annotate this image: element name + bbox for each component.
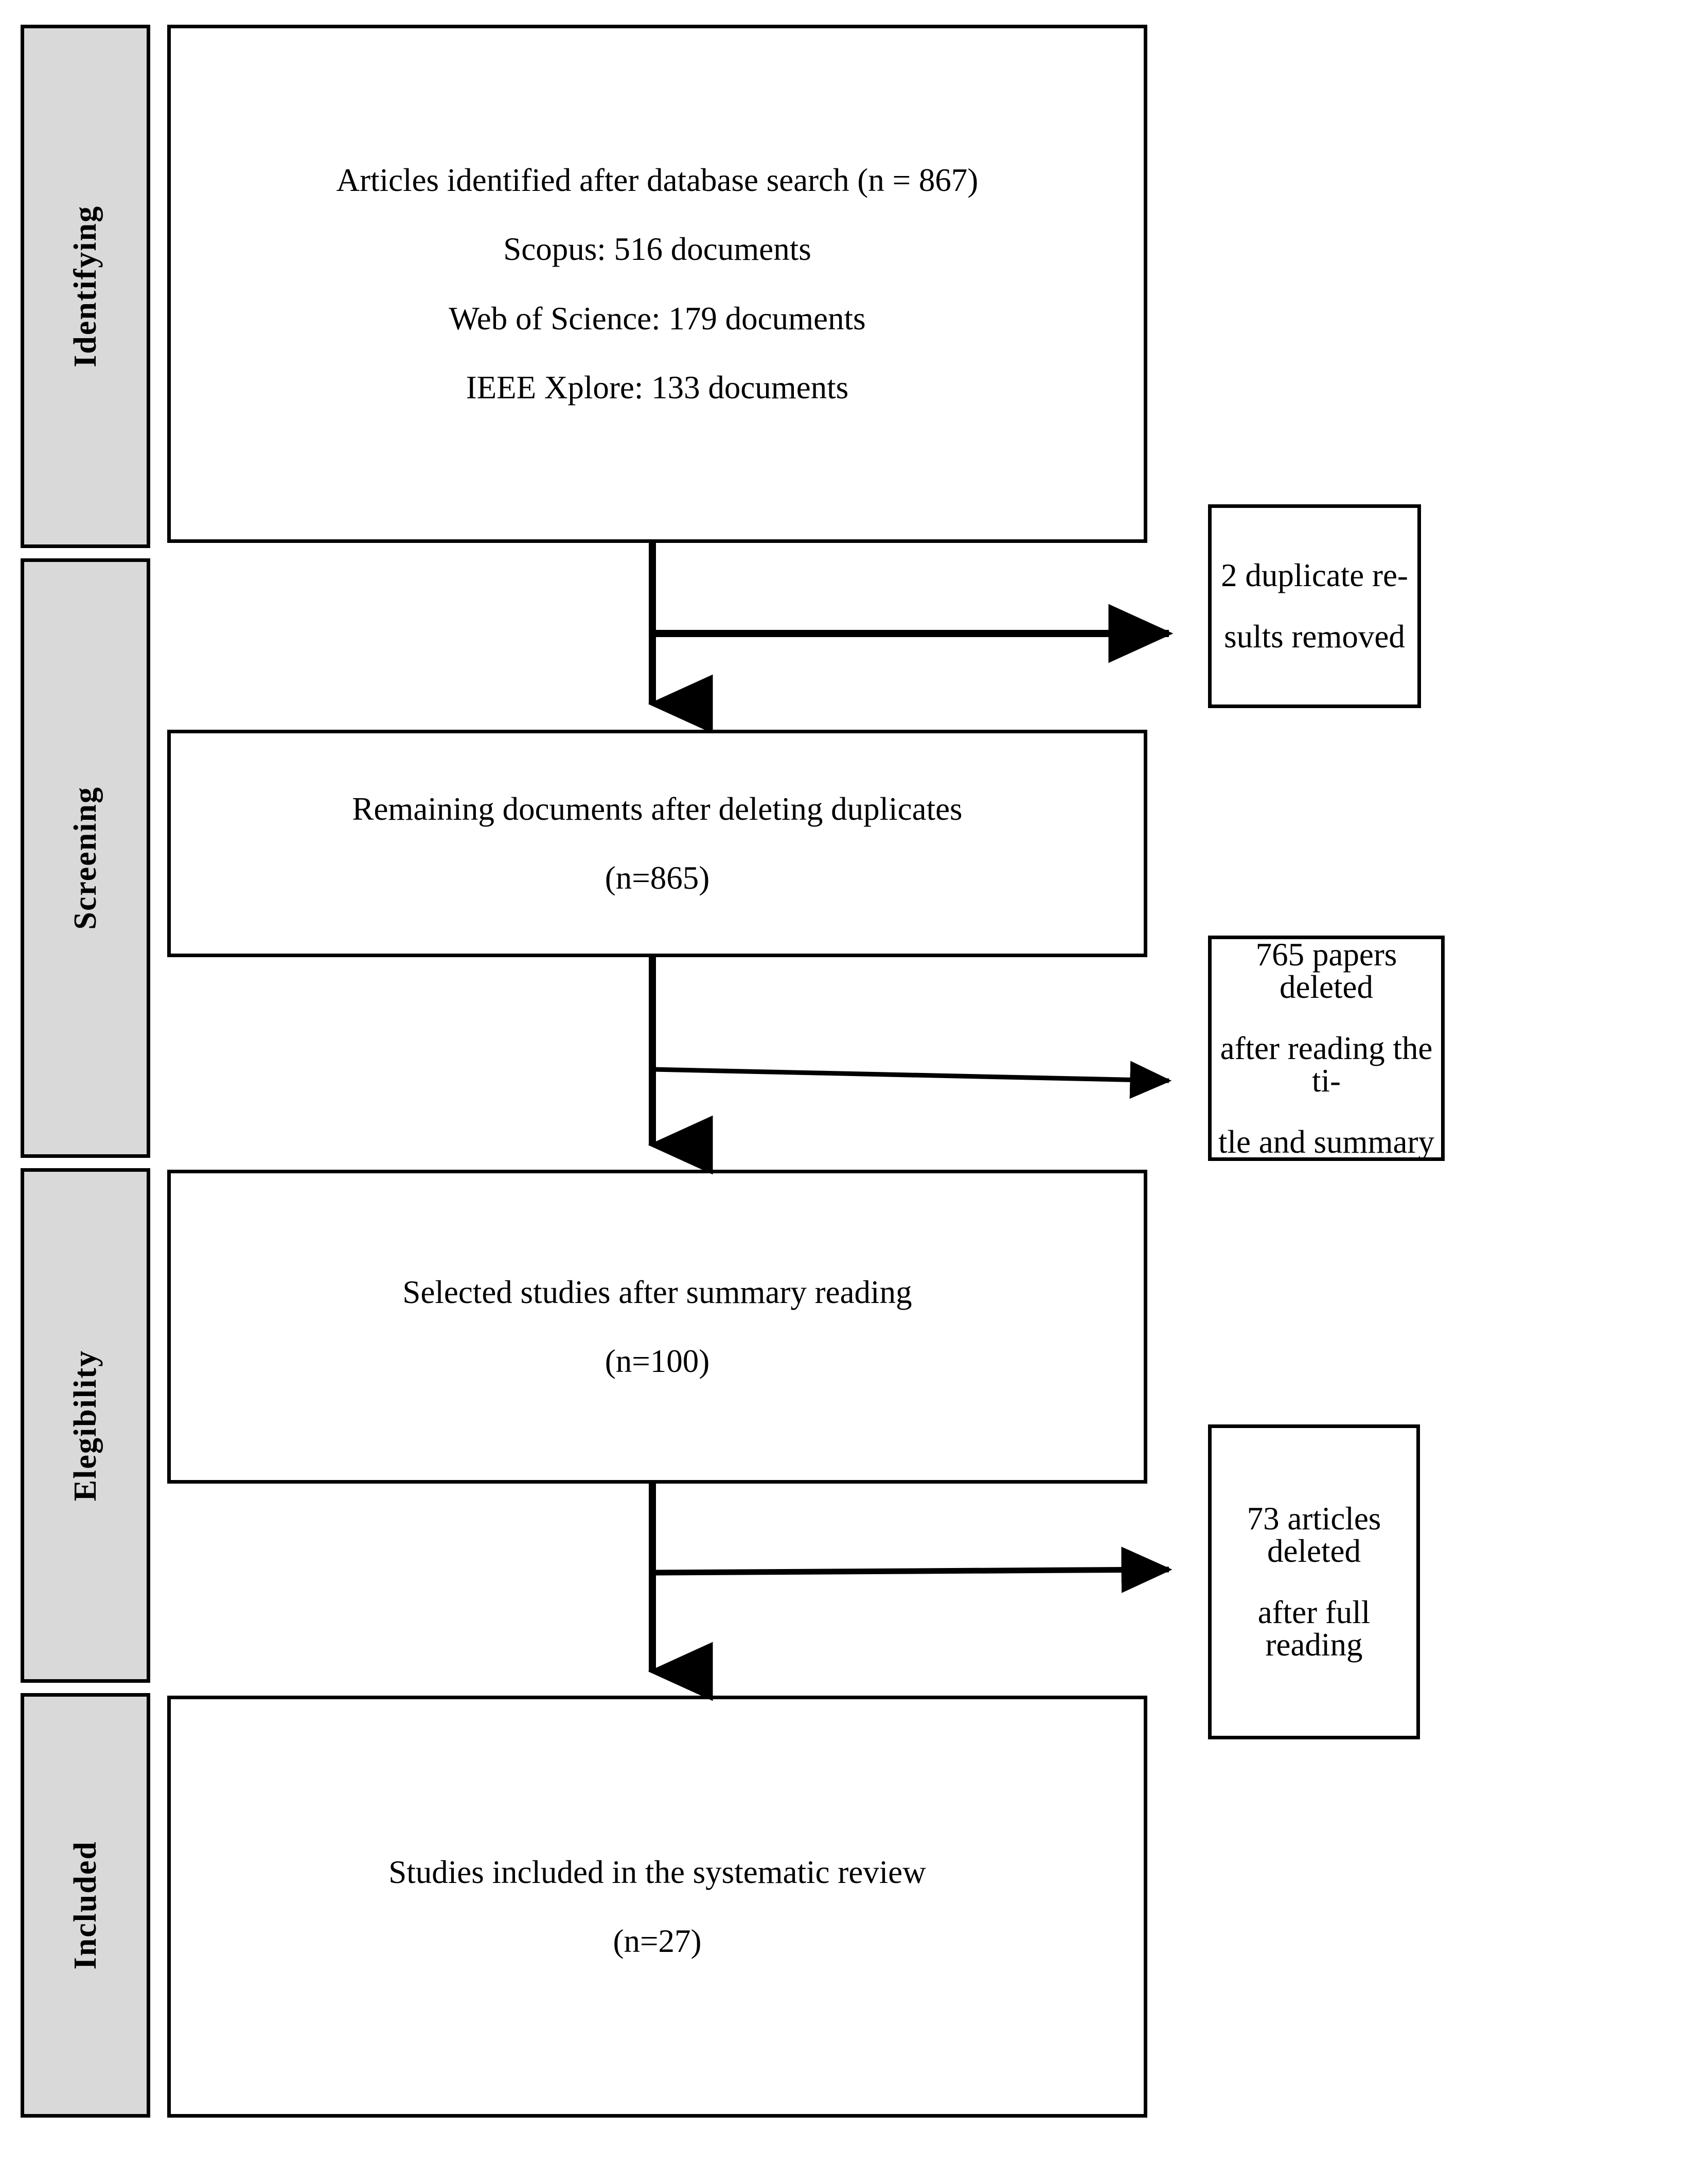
connector-branch-fulltext-excluded [652, 1546, 1173, 1593]
stage-band-identifying: Identifying [21, 25, 150, 548]
stage-band-included: Included [21, 1693, 150, 2118]
exclusion-duplicates-line-2: sults removed [1224, 619, 1405, 655]
stage-label-screening: Screening [67, 786, 103, 930]
exclusion-box-title-abstract: 765 papers deleted after reading the ti-… [1208, 936, 1445, 1161]
flow-box-remaining-line-1: Remaining documents after deleting dupli… [352, 790, 963, 827]
flow-box-selected: Selected studies after summary reading (… [167, 1170, 1147, 1484]
exclusion-duplicates-line-1: 2 duplicate re- [1221, 557, 1408, 593]
flow-box-identified-line-1: Articles identified after database searc… [336, 162, 979, 199]
flow-box-identified: Articles identified after database searc… [167, 25, 1147, 543]
flow-box-remaining: Remaining documents after deleting dupli… [167, 730, 1147, 957]
flow-box-included-studies: Studies included in the systematic revie… [167, 1696, 1147, 2118]
stage-band-screening: Screening [21, 558, 150, 1158]
exclusion-box-fulltext: 73 articles deleted after full reading [1208, 1424, 1420, 1739]
exclusion-title-abstract-line-2: after reading the ti- [1220, 1030, 1433, 1099]
exclusion-box-duplicates-removed: 2 duplicate re- sults removed [1208, 504, 1421, 708]
flow-box-included-studies-line-1: Studies included in the systematic revie… [388, 1854, 926, 1890]
stage-label-included: Included [67, 1841, 103, 1970]
stage-label-elegibility: Elegibility [67, 1349, 103, 1502]
flow-box-included-studies-line-2: (n=27) [613, 1923, 702, 1959]
exclusion-fulltext-line-1: 73 articles deleted [1247, 1501, 1381, 1569]
stage-label-identifying: Identifying [67, 205, 103, 367]
connector-branch-title-abstract-excluded [652, 1061, 1172, 1099]
flow-box-identified-line-2: Scopus: 516 documents [503, 231, 811, 268]
flow-box-selected-line-2: (n=100) [605, 1343, 710, 1379]
exclusion-title-abstract-line-1: 765 papers deleted [1255, 936, 1397, 1005]
flow-box-remaining-line-2: (n=865) [605, 860, 710, 896]
flow-box-identified-line-4: IEEE Xplore: 133 documents [466, 369, 849, 406]
stage-band-elegibility: Elegibility [21, 1168, 150, 1683]
flow-box-identified-line-3: Web of Science: 179 documents [449, 300, 866, 337]
flow-box-selected-line-1: Selected studies after summary reading [402, 1274, 912, 1310]
exclusion-fulltext-line-2: after full reading [1257, 1594, 1371, 1663]
exclusion-title-abstract-line-3: tle and summary [1218, 1123, 1434, 1160]
